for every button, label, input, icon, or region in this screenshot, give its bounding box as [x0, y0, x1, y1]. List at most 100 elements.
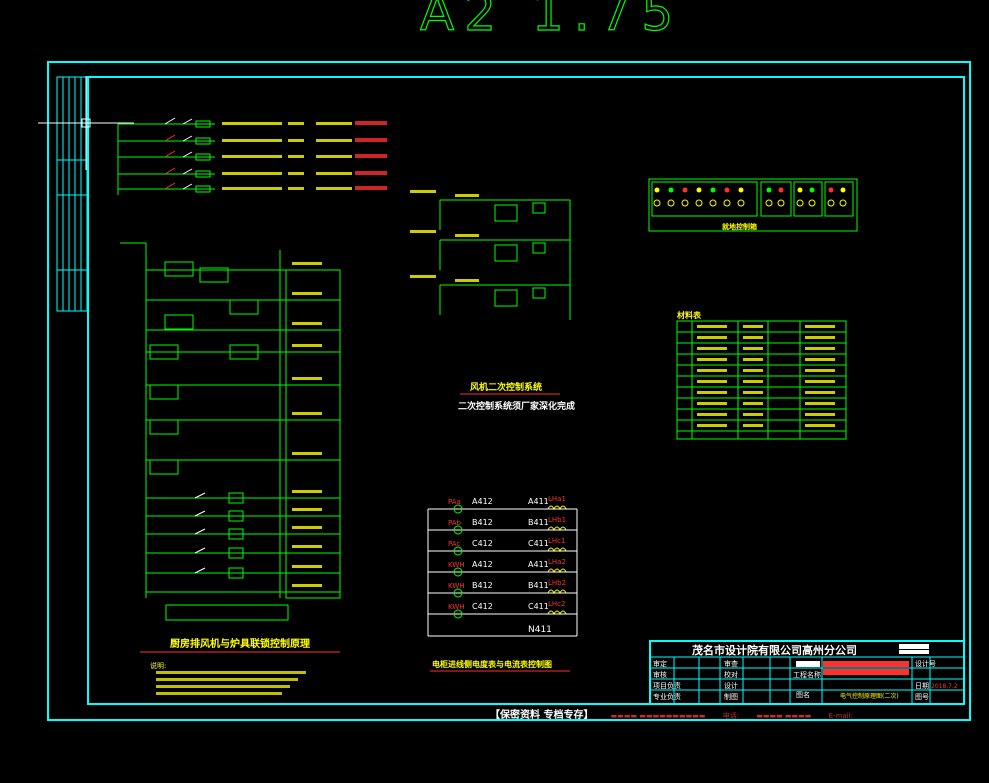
- drawing-name: 电气控制原理图(二次): [840, 692, 899, 700]
- right-wire-label: B411: [528, 581, 549, 590]
- push-button: [194, 528, 206, 535]
- title-col-label: 设计: [724, 681, 738, 690]
- table-cell: [743, 325, 763, 328]
- table-cell: [805, 369, 835, 372]
- title-col-label: 校对: [724, 670, 738, 679]
- fan-relay: [532, 287, 546, 299]
- function-label: [292, 508, 322, 511]
- table-cell: [805, 413, 835, 416]
- table-cell: [697, 380, 727, 383]
- table-cell: [697, 358, 727, 361]
- control-button-icon: [796, 199, 804, 207]
- load-annotation: [316, 155, 352, 158]
- confidential-note: 【保密资料 专档专存】: [490, 710, 594, 721]
- ct-coil-icon: [547, 526, 567, 532]
- function-label: [292, 292, 322, 295]
- right-wire-label: A411: [528, 497, 549, 506]
- table-cell: [743, 369, 763, 372]
- table-cell: [805, 424, 835, 427]
- load-name: [355, 138, 387, 142]
- meter-label: KWH: [448, 582, 465, 590]
- table-cell: [805, 391, 835, 394]
- meter-terminal-icon: [453, 504, 463, 514]
- ladder-device: [164, 261, 194, 277]
- control-button-icon: [839, 199, 847, 207]
- thermal-relay: [195, 153, 211, 161]
- breaker-contact: [164, 134, 176, 142]
- control-button-icon: [827, 199, 835, 207]
- phone-label: 电话:: [722, 712, 740, 720]
- meter-label: PAc: [448, 540, 460, 548]
- control-button-icon: [709, 199, 717, 207]
- fan-relay: [532, 202, 546, 214]
- control-button-icon: [777, 199, 785, 207]
- company-name: 茂名市设计院有限公司高州分公司: [692, 643, 857, 657]
- title-col-label: 制图: [724, 692, 738, 701]
- load-name: [355, 154, 387, 158]
- title-row-label: 审核: [653, 670, 667, 679]
- push-button: [194, 510, 206, 517]
- table-cell: [805, 325, 835, 328]
- table-cell: [805, 347, 835, 350]
- table-cell: [805, 402, 835, 405]
- table-cell: [743, 402, 763, 405]
- date-label: 日期: [915, 682, 929, 690]
- function-label: [292, 412, 322, 415]
- right-wire-label: C411: [528, 602, 549, 611]
- table-cell: [805, 358, 835, 361]
- local-control-panel: 就地控制箱: [648, 178, 858, 232]
- meter-label: PAa: [448, 498, 461, 506]
- ladder-device: [149, 344, 179, 360]
- table-cell: [743, 336, 763, 339]
- table-cell: [697, 347, 727, 350]
- table-cell: [743, 347, 763, 350]
- contactor-contact: [182, 183, 193, 190]
- note-line: [156, 678, 298, 681]
- indicator-lamp-icon: [828, 187, 834, 193]
- rating-annotation: [288, 187, 304, 190]
- load-annotation: [316, 187, 352, 190]
- breaker-contact: [164, 182, 176, 190]
- project-name-label: 工程名称: [793, 670, 821, 679]
- load-name: [355, 171, 387, 175]
- function-label: [292, 526, 322, 529]
- table-cell: [697, 336, 727, 339]
- load-annotation: [316, 122, 352, 125]
- fan-secondary-control: 风机二次控制系统 二次控制系统须厂家深化完成: [410, 190, 575, 412]
- control-button-icon: [653, 199, 661, 207]
- meter-terminal-icon: [453, 609, 463, 619]
- left-wire-label: B412: [472, 581, 493, 590]
- table-cell: [805, 380, 835, 383]
- thermal-relay: [195, 185, 211, 193]
- meter-terminal-icon: [453, 546, 463, 556]
- table-cell: [697, 424, 727, 427]
- function-label: [292, 377, 322, 380]
- thermal-relay: [195, 120, 211, 128]
- ct-coil-icon: [547, 610, 567, 616]
- materials-table: 材料表: [676, 310, 847, 440]
- indicator-lamp-icon: [682, 187, 688, 193]
- indicator-lamp-icon: [797, 187, 803, 193]
- push-button: [194, 547, 206, 554]
- ladder-device: [229, 344, 259, 360]
- title-col-label: 审查: [724, 659, 738, 668]
- drawing-no-label: 图号: [915, 693, 929, 701]
- relay-coil: [228, 528, 244, 540]
- ladder-device: [199, 267, 229, 283]
- crosshair-cursor-icon: [38, 76, 134, 170]
- table-cell: [743, 380, 763, 383]
- materials-title: 材料表: [677, 310, 702, 320]
- breaker-contact: [164, 117, 176, 125]
- push-button: [194, 492, 206, 499]
- kitchen-interlock-ladder: 厨房排风机与炉具联锁控制原理: [120, 242, 341, 653]
- cable-annotation: [222, 172, 282, 175]
- indicator-lamp-icon: [710, 187, 716, 193]
- table-cell: [805, 336, 835, 339]
- control-button-icon: [737, 199, 745, 207]
- meter-title: 电柜进线侧电度表与电流表控制图: [432, 659, 552, 669]
- title-row-label: 专业负责: [653, 692, 681, 701]
- rating-annotation: [288, 139, 304, 142]
- control-button-icon: [695, 199, 703, 207]
- title-row-label: 项目负责: [653, 681, 681, 690]
